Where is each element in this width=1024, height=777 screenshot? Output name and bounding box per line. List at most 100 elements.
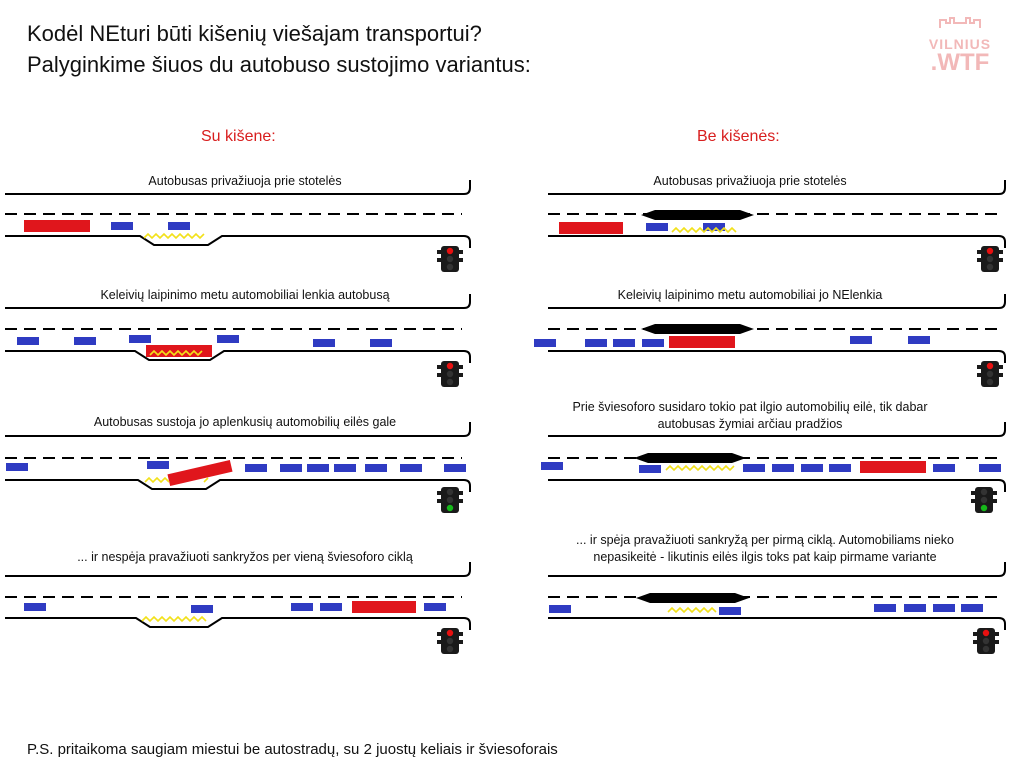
right-column-title: Be kišenės: xyxy=(697,128,780,145)
logo-text-wtf: .WTF xyxy=(930,49,990,76)
road-top-curb xyxy=(5,294,471,309)
car xyxy=(245,464,267,472)
car xyxy=(646,223,668,231)
right-caption-1: Autobusas privažiuoja prie stotelės xyxy=(653,174,847,188)
traffic-light-yellow-lamp xyxy=(446,255,454,263)
traffic-light-green-lamp xyxy=(986,378,994,386)
traffic-light-yellow-lamp xyxy=(980,496,988,504)
car xyxy=(703,223,725,231)
traffic-light-red-lamp xyxy=(986,247,994,255)
bus xyxy=(559,222,623,234)
traffic-light-red-lamp xyxy=(446,488,454,496)
waiting-passengers xyxy=(144,476,170,484)
car xyxy=(850,336,872,344)
car xyxy=(743,464,765,472)
car xyxy=(313,339,335,347)
right-caption-2: Keleivių laipinimo metu automobiliai jo … xyxy=(617,288,883,302)
traffic-light-green-lamp xyxy=(980,504,988,512)
car xyxy=(17,337,39,345)
road-bottom-curb xyxy=(5,617,471,630)
waiting-passengers xyxy=(149,349,203,357)
car xyxy=(933,464,955,472)
car xyxy=(772,464,794,472)
road-top-curb xyxy=(5,422,471,437)
car xyxy=(444,464,466,472)
traffic-light-red-lamp xyxy=(980,488,988,496)
waiting-passengers xyxy=(143,232,205,240)
car xyxy=(129,335,151,343)
car xyxy=(334,464,356,472)
car xyxy=(320,603,342,611)
traffic-light-yellow-lamp xyxy=(446,637,454,645)
car xyxy=(307,464,329,472)
traffic-light-green-lamp xyxy=(446,645,454,653)
road-bottom-curb xyxy=(548,617,1006,630)
car xyxy=(291,603,313,611)
traffic-light-red-lamp xyxy=(446,629,454,637)
road-bottom-curb xyxy=(548,479,1006,492)
car xyxy=(639,465,661,473)
car xyxy=(24,603,46,611)
traffic-light-red-lamp xyxy=(986,362,994,370)
car xyxy=(541,462,563,470)
car xyxy=(874,604,896,612)
traffic-light-yellow-lamp xyxy=(446,496,454,504)
road-top-curb xyxy=(548,422,1006,437)
traffic-light-green-lamp xyxy=(446,504,454,512)
car xyxy=(961,604,983,612)
car xyxy=(365,464,387,472)
right-caption-4: ... ir spėja pravažiuoti sankryžą per pi… xyxy=(576,533,954,564)
left-caption-3: Autobusas sustoja jo aplenkusių automobi… xyxy=(93,415,397,429)
car xyxy=(933,604,955,612)
car xyxy=(979,464,1001,472)
right-caption-3: Prie šviesoforo susidaro tokio pat ilgio… xyxy=(572,400,928,431)
bus xyxy=(167,459,233,487)
waiting-passengers xyxy=(665,464,735,472)
road-top-curb xyxy=(548,562,1006,577)
bus xyxy=(669,336,735,348)
car xyxy=(217,335,239,343)
traffic-light-red-lamp xyxy=(446,247,454,255)
bus xyxy=(352,601,416,613)
road-bottom-curb xyxy=(5,479,471,492)
bus-stop-platform xyxy=(634,453,746,463)
road-top-curb xyxy=(5,180,471,195)
car xyxy=(370,339,392,347)
car xyxy=(829,464,851,472)
car xyxy=(111,222,133,230)
castle-icon xyxy=(939,17,981,28)
car xyxy=(801,464,823,472)
car xyxy=(191,605,213,613)
car xyxy=(168,222,190,230)
traffic-light-yellow-lamp xyxy=(982,637,990,645)
car xyxy=(74,337,96,345)
page-subtitle: Palyginkime šiuos du autobuso sustojimo … xyxy=(27,52,531,77)
road-top-curb xyxy=(548,294,1006,309)
car xyxy=(6,463,28,471)
car xyxy=(585,339,607,347)
traffic-light-green-lamp xyxy=(446,263,454,271)
traffic-light-yellow-lamp xyxy=(446,370,454,378)
car xyxy=(908,336,930,344)
bus xyxy=(860,461,926,473)
bus-stop-platform xyxy=(636,593,749,603)
road-bottom-curb xyxy=(548,235,1006,248)
bus-stop-platform xyxy=(641,324,754,334)
waiting-passengers xyxy=(671,226,737,234)
road-top-curb xyxy=(548,180,1006,195)
car xyxy=(549,605,571,613)
traffic-light-red-lamp xyxy=(982,629,990,637)
logo-text-vilnius: VILNIUS xyxy=(928,36,992,52)
waiting-passengers xyxy=(667,606,717,614)
road-bottom-curb xyxy=(548,350,1006,363)
road-bottom-curb xyxy=(5,350,471,363)
car xyxy=(642,339,664,347)
footer-note: P.S. pritaikoma saugiam miestui be autos… xyxy=(27,741,558,758)
traffic-light-green-lamp xyxy=(982,645,990,653)
traffic-light-red-lamp xyxy=(446,362,454,370)
car xyxy=(534,339,556,347)
car xyxy=(147,461,169,469)
vilnius-wtf-logo: VILNIUS .WTF xyxy=(920,12,1000,82)
waiting-passengers xyxy=(203,477,209,483)
traffic-light-yellow-lamp xyxy=(986,255,994,263)
